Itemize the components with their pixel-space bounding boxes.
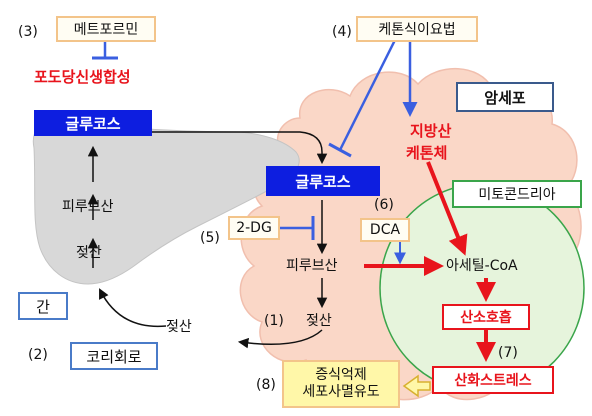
cori-cycle-label: 코리회로 [70,342,158,370]
outcome-line-2: 세포사멸유도 [302,384,380,400]
label-num-2: (2) [28,347,48,363]
label-num-4: (4) [332,24,352,40]
ketogenic-diet-box: 케톤식이요법 [356,16,478,42]
gluconeogenesis-label: 포도당신생합성 [34,68,131,86]
ketone-body-label: 케톤체 [406,144,448,162]
lactate-cell-label: 젖산 [306,313,332,329]
lactate-between-label: 젖산 [166,319,192,335]
label-num-7: (7) [498,345,518,361]
pyruvate-liver-label: 피루브산 [62,199,114,215]
oxidative-phosphorylation-box: 산소호흡 [442,304,530,330]
dca-box: DCA [360,218,410,242]
fatty-acid-label: 지방산 [410,122,452,140]
label-num-1: (1) [264,313,284,329]
outcome-box: 증식억제 세포사멸유도 [282,360,400,408]
mitochondria-label: 미토콘드리아 [452,180,582,208]
label-num-6: (6) [374,197,394,213]
label-num-5: (5) [200,230,220,246]
label-num-8: (8) [256,377,276,393]
liver-label: 간 [18,292,68,320]
metformin-box: 메트포르민 [56,16,156,42]
oxidative-stress-box: 산화스트레스 [432,366,554,394]
glucose-liver-box: 글루코스 [34,110,152,136]
cancer-cell-label: 암세포 [456,82,554,112]
lactate-liver-label: 젖산 [76,245,102,261]
outcome-line-1: 증식억제 [315,366,367,383]
acetyl-coa-label: 아세틸-CoA [446,258,518,274]
hollow-arrow-icon [402,374,431,398]
glucose-cell-box: 글루코스 [266,166,380,196]
mitochondria-shape [379,183,585,393]
label-num-3: (3) [18,24,38,40]
pyruvate-cell-label: 피루브산 [286,258,338,274]
two-dg-box: 2-DG [228,216,280,240]
